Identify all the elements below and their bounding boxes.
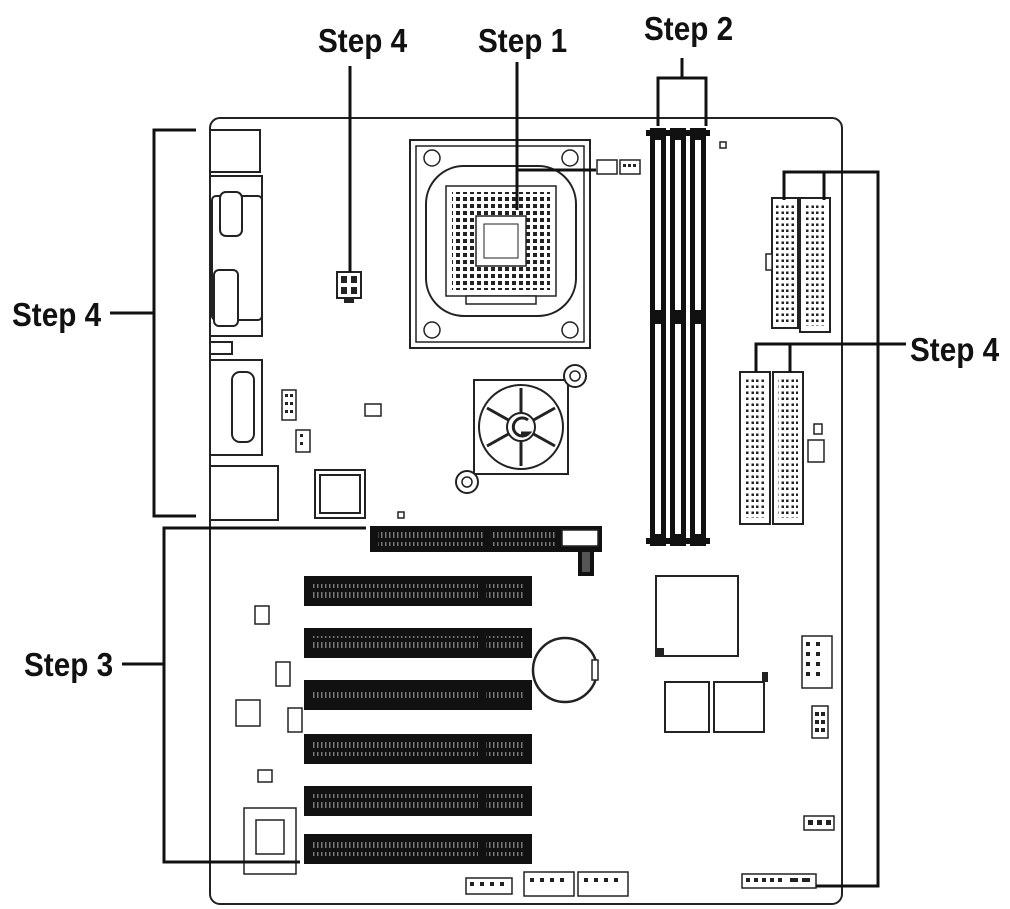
atx12v-connector (336, 271, 362, 303)
label-step4-left: Step 4 (12, 296, 102, 333)
pci-slot-1 (304, 576, 532, 606)
ps2-ports (209, 129, 261, 173)
pci-slot-3 (304, 680, 532, 710)
audio-jacks (314, 469, 366, 519)
label-step1: Step 1 (478, 22, 568, 59)
pci-slots (304, 576, 532, 864)
floppy-connector (799, 197, 831, 333)
atx-power-connector (765, 197, 799, 329)
callout-lines (110, 58, 906, 888)
pci-slot-6 (304, 834, 532, 864)
io-chip (713, 681, 765, 733)
usb-ports (209, 465, 279, 521)
bios-chip (664, 681, 710, 733)
dimm-slots (646, 128, 710, 546)
label-step2: Step 2 (644, 10, 734, 47)
agp-slot (370, 526, 602, 576)
label-step4-right: Step 4 (910, 331, 1000, 368)
io-ports (209, 129, 366, 521)
chipset-fan (455, 364, 587, 494)
serial-ports (209, 341, 233, 355)
pci-slot-4 (304, 734, 532, 764)
cpu-socket (409, 139, 591, 349)
leader-step4-left (152, 128, 196, 518)
leader-step4-right (754, 342, 906, 372)
chips (655, 575, 768, 733)
southbridge-chip (655, 575, 739, 657)
pci-slot-2 (304, 628, 532, 658)
label-step3: Step 3 (24, 646, 114, 683)
pci-slot-5 (304, 786, 532, 816)
leader-power (782, 170, 880, 888)
gigabyte-logo-icon (511, 416, 533, 438)
battery (531, 636, 599, 704)
leader-step3 (162, 526, 366, 864)
label-step4-top: Step 4 (318, 22, 408, 59)
cpu-fan-header (596, 159, 641, 175)
